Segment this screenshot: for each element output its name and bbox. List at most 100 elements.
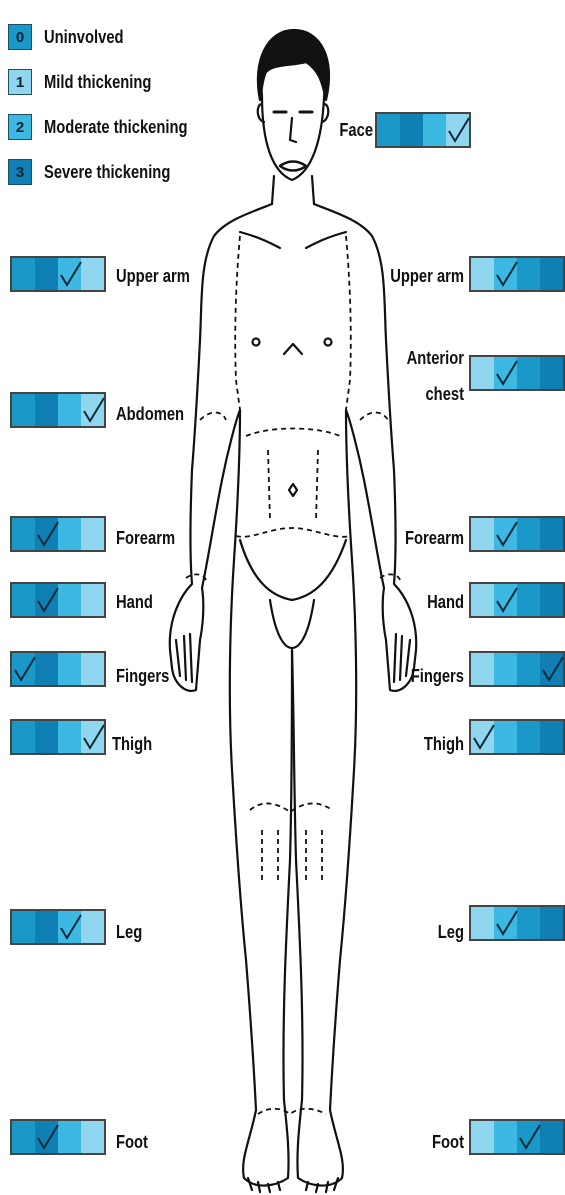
scale-cell-0[interactable] bbox=[12, 518, 35, 550]
scale-cell-2[interactable] bbox=[517, 721, 540, 753]
check-mark-icon bbox=[540, 653, 565, 685]
scale-cell-3[interactable] bbox=[540, 721, 563, 753]
check-mark-icon bbox=[494, 907, 520, 939]
legend-swatch-2: 2 bbox=[8, 114, 32, 140]
right-body-contour bbox=[292, 204, 416, 1186]
scale-cell-3[interactable] bbox=[540, 907, 563, 939]
label-left-thigh: Thigh bbox=[112, 734, 152, 754]
scale-left-upper-arm[interactable] bbox=[10, 256, 106, 292]
check-mark-icon bbox=[35, 518, 61, 550]
scale-right-hand[interactable] bbox=[469, 582, 565, 618]
scale-cell-2[interactable] bbox=[58, 721, 81, 753]
label-face: Face bbox=[339, 120, 373, 140]
label-anterior-chest-line1: Anterior bbox=[407, 348, 464, 368]
label-right-foot: Foot bbox=[432, 1132, 464, 1152]
scale-cell-3[interactable] bbox=[81, 584, 104, 616]
scale-cell-2[interactable] bbox=[517, 584, 540, 616]
scale-cell-0[interactable] bbox=[471, 584, 494, 616]
scale-cell-1[interactable] bbox=[494, 1121, 517, 1153]
legend-label-0: Uninvolved bbox=[44, 27, 124, 48]
check-mark-icon bbox=[81, 721, 107, 753]
scale-cell-1[interactable] bbox=[35, 394, 58, 426]
check-mark-icon bbox=[446, 114, 472, 146]
scale-right-forearm[interactable] bbox=[469, 516, 565, 552]
scale-cell-0[interactable] bbox=[12, 394, 35, 426]
scale-cell-2[interactable] bbox=[58, 584, 81, 616]
scale-cell-0[interactable] bbox=[377, 114, 400, 146]
scale-cell-0[interactable] bbox=[471, 653, 494, 685]
scale-cell-0[interactable] bbox=[471, 357, 494, 389]
scale-cell-3[interactable] bbox=[540, 357, 563, 389]
scale-cell-3[interactable] bbox=[540, 518, 563, 550]
scale-left-leg[interactable] bbox=[10, 909, 106, 945]
scale-cell-2[interactable] bbox=[58, 394, 81, 426]
scale-cell-1[interactable] bbox=[35, 721, 58, 753]
scale-cell-0[interactable] bbox=[12, 258, 35, 290]
label-right-upper-arm: Upper arm bbox=[390, 266, 464, 286]
legend-item-2: 2 Moderate thickening bbox=[8, 114, 219, 140]
scale-cell-0[interactable] bbox=[471, 258, 494, 290]
check-mark-icon bbox=[81, 394, 107, 426]
label-left-abdomen: Abdomen bbox=[116, 404, 184, 424]
label-left-forearm: Forearm bbox=[116, 528, 175, 548]
scale-cell-1[interactable] bbox=[494, 721, 517, 753]
label-left-foot: Foot bbox=[116, 1132, 148, 1152]
scale-cell-2[interactable] bbox=[517, 653, 540, 685]
scale-cell-1[interactable] bbox=[35, 653, 58, 685]
scale-cell-2[interactable] bbox=[517, 258, 540, 290]
scale-cell-0[interactable] bbox=[12, 584, 35, 616]
scale-cell-0[interactable] bbox=[12, 1121, 35, 1153]
scale-cell-3[interactable] bbox=[81, 1121, 104, 1153]
scale-left-forearm[interactable] bbox=[10, 516, 106, 552]
scale-cell-2[interactable] bbox=[58, 1121, 81, 1153]
scale-left-fingers[interactable] bbox=[10, 651, 106, 687]
scale-cell-0[interactable] bbox=[471, 518, 494, 550]
scale-left-thigh[interactable] bbox=[10, 719, 106, 755]
scale-left-abdomen[interactable] bbox=[10, 392, 106, 428]
scale-cell-2[interactable] bbox=[517, 518, 540, 550]
scale-cell-1[interactable] bbox=[494, 653, 517, 685]
legend-item-1: 1 Mild thickening bbox=[8, 69, 175, 95]
scale-right-foot[interactable] bbox=[469, 1119, 565, 1155]
scale-cell-3[interactable] bbox=[540, 1121, 563, 1153]
scale-cell-0[interactable] bbox=[471, 1121, 494, 1153]
scale-cell-2[interactable] bbox=[517, 357, 540, 389]
scale-cell-1[interactable] bbox=[35, 258, 58, 290]
scale-cell-2[interactable] bbox=[517, 907, 540, 939]
scale-right-fingers[interactable] bbox=[469, 651, 565, 687]
legend-item-3: 3 Severe thickening bbox=[8, 159, 198, 185]
check-mark-icon bbox=[12, 653, 38, 685]
scale-cell-2[interactable] bbox=[58, 518, 81, 550]
label-anterior-chest-line2: chest bbox=[425, 384, 464, 404]
check-mark-icon bbox=[494, 357, 520, 389]
scale-cell-3[interactable] bbox=[81, 258, 104, 290]
check-mark-icon bbox=[494, 518, 520, 550]
scale-cell-0[interactable] bbox=[471, 907, 494, 939]
check-mark-icon bbox=[471, 721, 497, 753]
label-right-thigh: Thigh bbox=[424, 734, 464, 754]
scale-right-thigh[interactable] bbox=[469, 719, 565, 755]
scale-cell-2[interactable] bbox=[423, 114, 446, 146]
left-body-contour bbox=[170, 204, 292, 1186]
scale-cell-3[interactable] bbox=[540, 258, 563, 290]
scale-right-upper-arm[interactable] bbox=[469, 256, 565, 292]
scale-cell-1[interactable] bbox=[35, 911, 58, 943]
scale-left-foot[interactable] bbox=[10, 1119, 106, 1155]
label-left-leg: Leg bbox=[116, 922, 142, 942]
legend-label-3: Severe thickening bbox=[44, 162, 170, 183]
legend-label-1: Mild thickening bbox=[44, 72, 151, 93]
scale-cell-3[interactable] bbox=[540, 584, 563, 616]
scale-cell-2[interactable] bbox=[58, 653, 81, 685]
scale-cell-3[interactable] bbox=[81, 653, 104, 685]
label-left-hand: Hand bbox=[116, 592, 153, 612]
scale-cell-1[interactable] bbox=[400, 114, 423, 146]
scale-right-leg[interactable] bbox=[469, 905, 565, 941]
check-mark-icon bbox=[35, 584, 61, 616]
scale-cell-0[interactable] bbox=[12, 721, 35, 753]
scale-cell-0[interactable] bbox=[12, 911, 35, 943]
scale-face[interactable] bbox=[375, 112, 471, 148]
scale-cell-3[interactable] bbox=[81, 518, 104, 550]
scale-anterior-chest[interactable] bbox=[469, 355, 565, 391]
scale-cell-3[interactable] bbox=[81, 911, 104, 943]
scale-left-hand[interactable] bbox=[10, 582, 106, 618]
